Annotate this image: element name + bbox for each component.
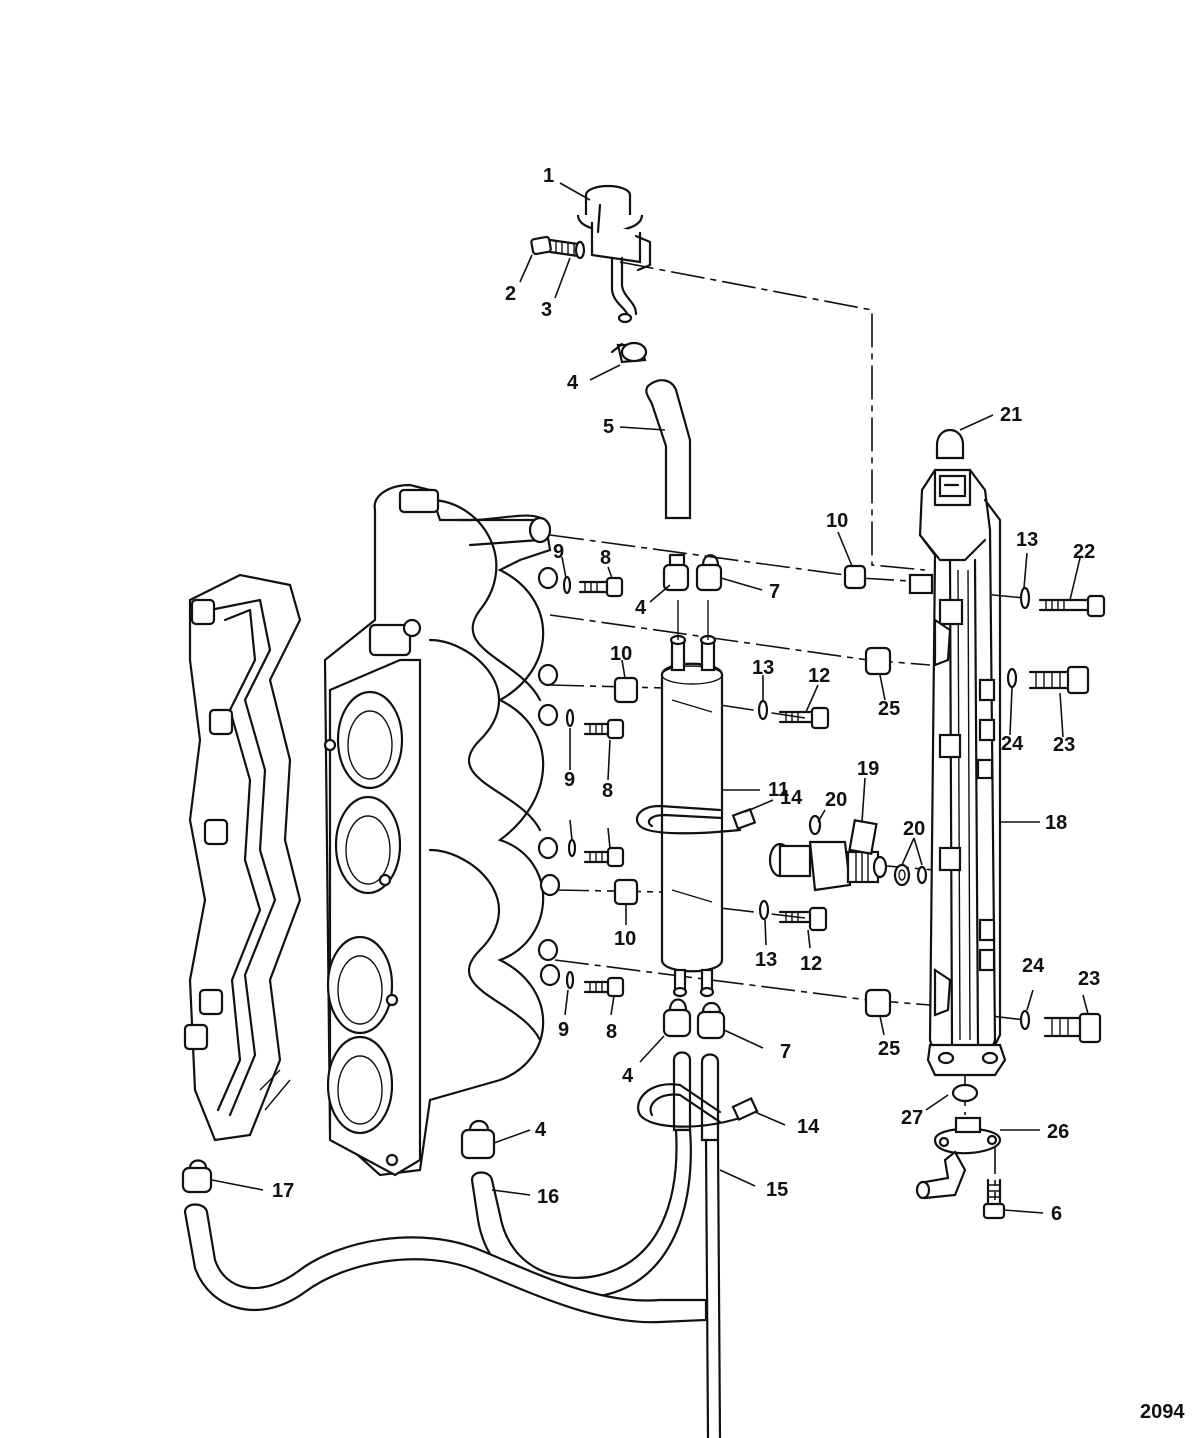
cap-part-21 bbox=[935, 429, 965, 460]
hose-part-17 bbox=[183, 1203, 708, 1324]
strap-part-14-middle bbox=[635, 804, 757, 835]
callout-3: 3 bbox=[541, 299, 552, 321]
hose-clamp-part-17 bbox=[181, 1159, 213, 1194]
o-rings-part-13 bbox=[757, 586, 1031, 921]
callout-22: 22 bbox=[1073, 541, 1095, 563]
washers-part-24 bbox=[1006, 667, 1031, 1031]
fuel-rail-part-18 bbox=[908, 468, 1007, 1077]
callout-27: 27 bbox=[901, 1107, 923, 1129]
callout-4: 4 bbox=[635, 597, 647, 619]
bolt-part-8-c bbox=[583, 846, 625, 868]
hose-clamps-lower bbox=[662, 998, 726, 1040]
callout-13: 13 bbox=[752, 657, 774, 679]
callout-4: 4 bbox=[535, 1119, 547, 1141]
callout-13: 13 bbox=[755, 949, 777, 971]
callout-10: 10 bbox=[610, 643, 632, 665]
callout-25: 25 bbox=[878, 698, 900, 720]
o-rings-part-20 bbox=[808, 814, 928, 887]
grommets-part-25 bbox=[864, 646, 892, 1018]
callout-9: 9 bbox=[558, 1019, 569, 1041]
hose-clamp-top bbox=[610, 341, 648, 364]
callout-4: 4 bbox=[622, 1065, 634, 1087]
hose-clamp-part-4-lower bbox=[460, 1119, 496, 1160]
callout-8: 8 bbox=[602, 780, 613, 802]
o-rings-part-9 bbox=[562, 575, 577, 990]
callout-8: 8 bbox=[606, 1021, 617, 1043]
callout-15: 15 bbox=[766, 1179, 788, 1201]
callout-1: 1 bbox=[543, 165, 554, 187]
screw-part-2 bbox=[530, 235, 580, 258]
callout-24: 24 bbox=[1022, 955, 1045, 977]
bolt-part-23-b bbox=[1043, 1012, 1102, 1044]
hose-part-15 bbox=[672, 1051, 722, 1438]
callout-9: 9 bbox=[564, 769, 575, 791]
callout-8: 8 bbox=[600, 547, 611, 569]
callout-26: 26 bbox=[1047, 1121, 1069, 1143]
callout-12: 12 bbox=[800, 953, 822, 975]
callout-6: 6 bbox=[1051, 1203, 1062, 1225]
figure-number: 2094 bbox=[1140, 1401, 1185, 1423]
screw-part-6 bbox=[982, 1178, 1006, 1220]
fuel-hose-part-5 bbox=[645, 379, 692, 520]
callout-10: 10 bbox=[826, 510, 848, 532]
callout-12: 12 bbox=[808, 665, 830, 687]
callout-4: 4 bbox=[567, 372, 579, 394]
cylinder-block-gasket bbox=[183, 573, 302, 1142]
bolt-part-8-a bbox=[578, 576, 624, 598]
callout-18: 18 bbox=[1045, 812, 1067, 834]
bolt-part-12-a bbox=[778, 706, 830, 730]
intake-manifold bbox=[323, 483, 561, 1177]
bolt-part-23-a bbox=[1028, 665, 1090, 695]
callout-7: 7 bbox=[769, 581, 780, 603]
callout-7: 7 bbox=[780, 1041, 791, 1063]
callout-11: 11 bbox=[768, 779, 789, 801]
bolt-part-8-d bbox=[583, 976, 625, 998]
bolt-part-22 bbox=[1038, 594, 1106, 618]
callout-20: 20 bbox=[825, 789, 847, 811]
fuel-pressure-regulator bbox=[576, 184, 652, 324]
callout-5: 5 bbox=[603, 416, 614, 438]
callout-2: 2 bbox=[505, 283, 516, 305]
callout-25: 25 bbox=[878, 1038, 900, 1060]
bolt-part-12-b bbox=[778, 906, 828, 932]
callout-20: 20 bbox=[903, 818, 925, 840]
callout-19: 19 bbox=[857, 758, 879, 780]
callout-9: 9 bbox=[553, 541, 564, 563]
callout-13: 13 bbox=[1016, 529, 1038, 551]
callout-24: 24 bbox=[1001, 733, 1024, 755]
washer-part-3 bbox=[574, 240, 586, 260]
bolt-part-8-b bbox=[583, 718, 625, 740]
strap-part-14-lower bbox=[637, 1083, 759, 1128]
fuel-filter-part-11 bbox=[660, 600, 724, 998]
fitting-part-26 bbox=[915, 1116, 1002, 1200]
callout-23: 23 bbox=[1053, 734, 1075, 756]
callout-10: 10 bbox=[614, 928, 636, 950]
callout-labels: 1 2 3 4 5 21 10 9 8 4 7 13 22 10 13 12 2… bbox=[272, 165, 1100, 1225]
callout-17: 17 bbox=[272, 1180, 294, 1202]
hose-clamps-upper bbox=[662, 553, 723, 592]
o-ring-part-27 bbox=[951, 1083, 979, 1103]
callout-14: 14 bbox=[780, 787, 803, 809]
fuel-injector-part-19 bbox=[768, 819, 888, 892]
callout-23: 23 bbox=[1078, 968, 1100, 990]
leader-lines bbox=[211, 182, 1089, 1214]
callout-14: 14 bbox=[797, 1116, 820, 1138]
callout-16: 16 bbox=[537, 1186, 559, 1208]
callout-21: 21 bbox=[1000, 404, 1022, 426]
